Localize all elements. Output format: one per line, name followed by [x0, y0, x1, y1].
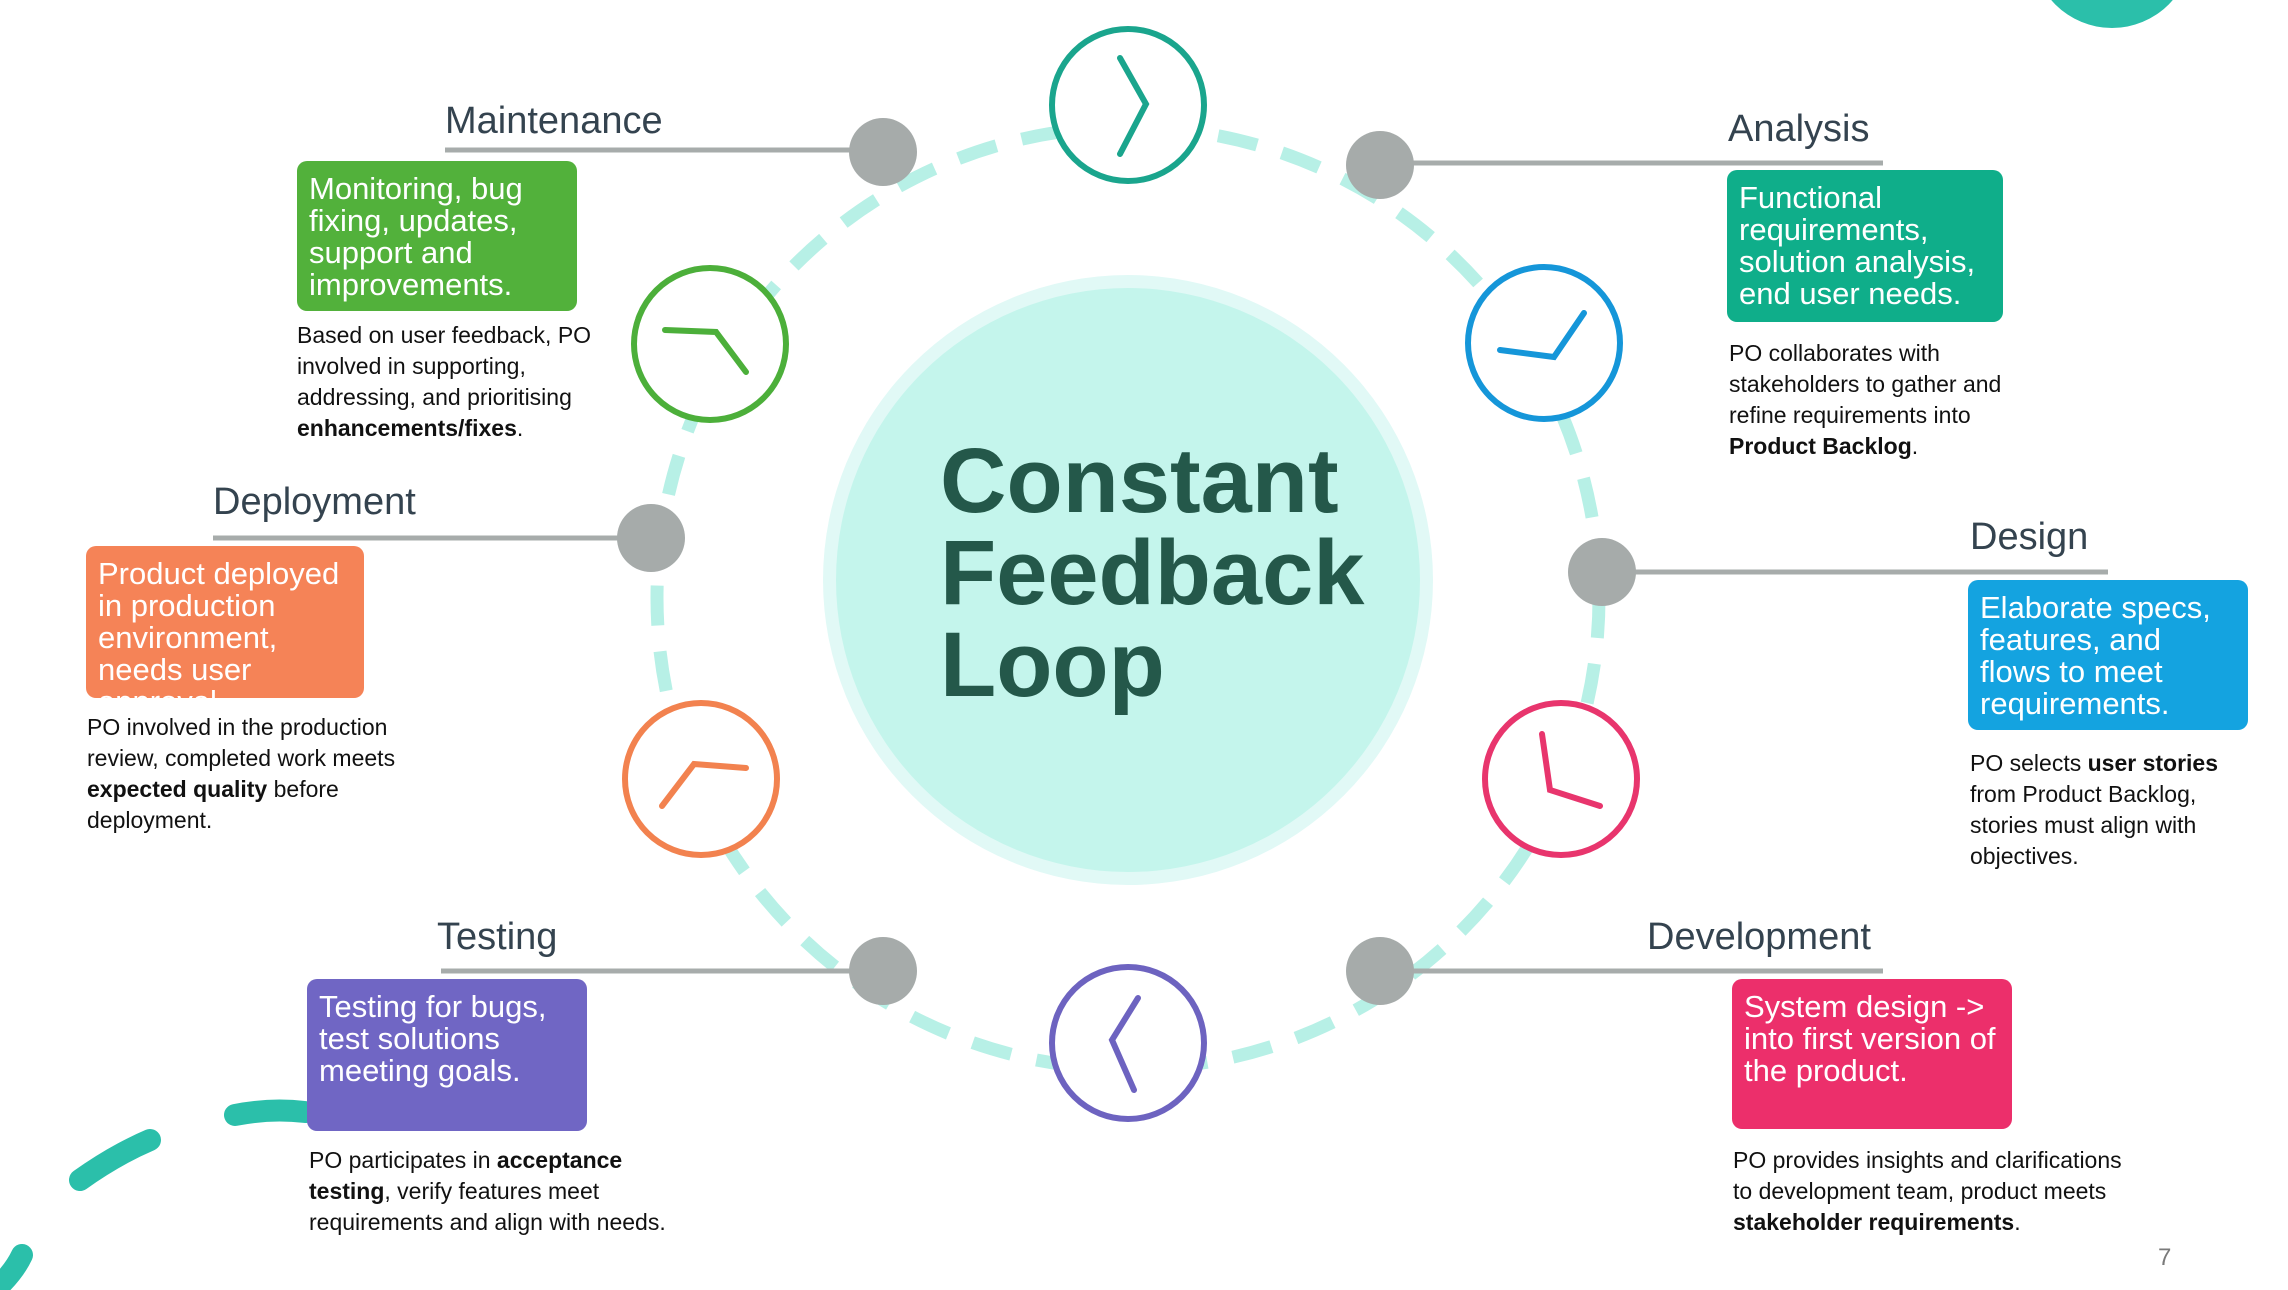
node-testing: [849, 937, 917, 1005]
center-title-line: Loop: [940, 614, 1165, 716]
corner-decoration-circle: [2051, 0, 2173, 28]
node-design: [1568, 538, 1636, 606]
stage-desc-maintenance: Based on user feedback, PO involved in s…: [297, 322, 592, 441]
stage-box-design: Elaborate specs, features, and flows to …: [1968, 580, 2248, 730]
stage-title-testing: Testing: [437, 916, 558, 958]
decoration-stroke: [0, 1244, 33, 1290]
node-deployment: [617, 504, 685, 572]
page-number: 7: [2158, 1244, 2172, 1271]
stage-box-deployment: Product deployed in production environme…: [86, 546, 364, 718]
stage-box-analysis: Functional requirements, solution analys…: [1727, 170, 2003, 322]
clock-deployment-icon: [622, 700, 780, 858]
stage-desc-design: PO selects user stories from Product Bac…: [1970, 750, 2219, 869]
node-maintenance: [849, 118, 917, 186]
center-title-line: Feedback: [940, 522, 1365, 624]
clock-top-icon: [1049, 26, 1207, 184]
clock-maintenance-icon: [631, 265, 789, 423]
stage-desc-analysis: PO collaborates with stakeholders to gat…: [1729, 340, 2002, 459]
center-title-line: Constant: [940, 430, 1339, 532]
center-circle: [836, 288, 1420, 872]
clock-bottom-icon: [1049, 964, 1207, 1122]
stage-title-deployment: Deployment: [213, 481, 416, 523]
stage-title-maintenance: Maintenance: [445, 100, 663, 142]
stage-box-maintenance: Monitoring, bug fixing, updates, support…: [297, 161, 577, 311]
stage-title-development: Development: [1647, 916, 1871, 958]
decoration-stroke: [224, 1099, 316, 1126]
stage-desc-development: PO provides insights and clarifications …: [1733, 1147, 2122, 1235]
stage-box-testing: Testing for bugs, test solutions meeting…: [307, 979, 587, 1131]
stage-desc-testing: PO participates in acceptance testing, v…: [309, 1147, 666, 1235]
clock-design-icon: [1482, 700, 1640, 858]
node-analysis: [1346, 131, 1414, 199]
stage-title-analysis: Analysis: [1728, 108, 1870, 150]
stage-title-design: Design: [1970, 516, 2089, 558]
stage-desc-deployment: PO involved in the production review, co…: [87, 714, 396, 833]
connector-lines: [213, 147, 2108, 974]
stage-box-development: System design -> into first version of t…: [1732, 979, 2012, 1129]
decoration-stroke: [69, 1129, 161, 1191]
node-development: [1346, 937, 1414, 1005]
center-title: Constant Feedback Loop: [940, 435, 1420, 711]
clock-analysis-icon: [1465, 264, 1623, 422]
